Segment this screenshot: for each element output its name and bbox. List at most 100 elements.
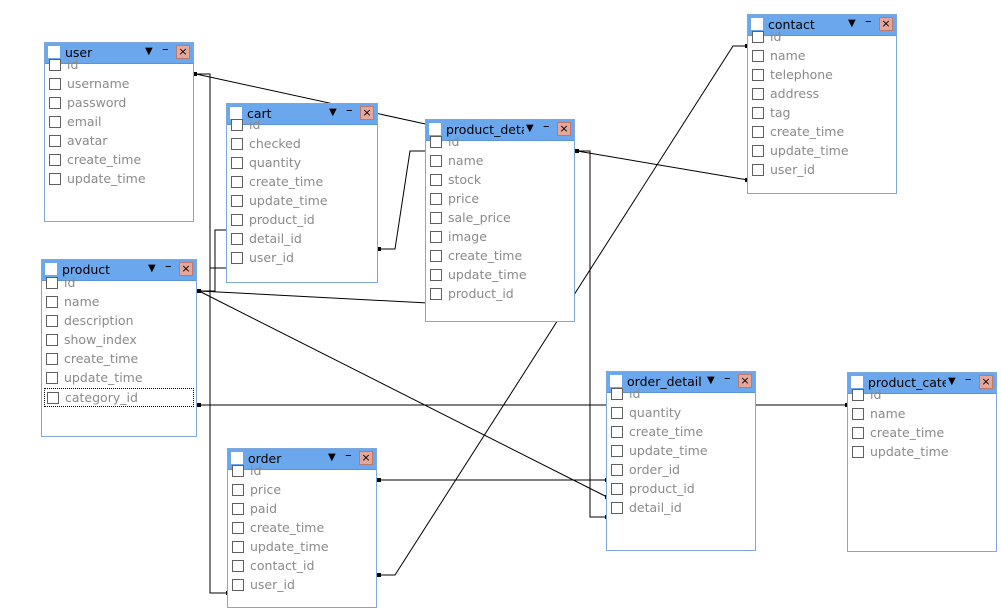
field-checkbox[interactable] [852, 427, 864, 439]
field-checkbox[interactable] [430, 155, 442, 167]
table-checkbox[interactable] [429, 123, 441, 135]
field-row-id[interactable]: id [850, 386, 994, 405]
minimize-icon[interactable]: – [162, 42, 169, 57]
field-checkbox[interactable] [611, 407, 623, 419]
field-checkbox[interactable] [430, 269, 442, 281]
table-header[interactable]: cart▼–× [227, 103, 377, 125]
field-row-create-time[interactable]: create_time [850, 424, 994, 443]
field-checkbox[interactable] [611, 426, 623, 438]
field-checkbox[interactable] [430, 231, 442, 243]
field-row-price[interactable]: price [428, 190, 572, 209]
minimize-icon[interactable]: – [724, 371, 731, 386]
field-row-update-time[interactable]: update_time [609, 442, 753, 461]
field-row-address[interactable]: address [750, 85, 894, 104]
field-row-telephone[interactable]: telephone [750, 66, 894, 85]
minimize-icon[interactable]: – [346, 103, 353, 118]
close-icon[interactable]: × [176, 45, 190, 59]
field-checkbox[interactable] [49, 116, 61, 128]
field-checkbox[interactable] [231, 214, 243, 226]
field-row-create-time[interactable]: create_time [230, 519, 374, 538]
field-checkbox[interactable] [49, 59, 61, 71]
field-checkbox[interactable] [752, 50, 764, 62]
close-icon[interactable]: × [557, 122, 571, 136]
table-header[interactable]: order_detail▼–× [607, 371, 755, 393]
dropdown-icon[interactable]: ▼ [707, 375, 715, 386]
field-checkbox[interactable] [46, 334, 58, 346]
field-row-image[interactable]: image [428, 228, 572, 247]
field-checkbox[interactable] [46, 277, 58, 289]
close-icon[interactable]: × [179, 262, 193, 276]
dropdown-icon[interactable]: ▼ [526, 123, 534, 134]
field-checkbox[interactable] [430, 288, 442, 300]
field-row-update-time[interactable]: update_time [230, 538, 374, 557]
field-checkbox[interactable] [611, 388, 623, 400]
field-row-id[interactable]: id [44, 274, 194, 293]
field-checkbox[interactable] [430, 174, 442, 186]
field-checkbox[interactable] [752, 88, 764, 100]
field-checkbox[interactable] [46, 315, 58, 327]
field-checkbox[interactable] [852, 389, 864, 401]
field-checkbox[interactable] [752, 126, 764, 138]
field-row-tag[interactable]: tag [750, 104, 894, 123]
field-checkbox[interactable] [611, 464, 623, 476]
field-checkbox[interactable] [231, 195, 243, 207]
minimize-icon[interactable]: – [865, 14, 872, 29]
field-checkbox[interactable] [231, 157, 243, 169]
dropdown-icon[interactable]: ▼ [328, 452, 336, 463]
dropdown-icon[interactable]: ▼ [145, 46, 153, 57]
field-checkbox[interactable] [232, 503, 244, 515]
field-checkbox[interactable] [46, 353, 58, 365]
field-checkbox[interactable] [852, 446, 864, 458]
field-row-quantity[interactable]: quantity [229, 154, 375, 173]
field-checkbox[interactable] [231, 252, 243, 264]
table-checkbox[interactable] [48, 46, 60, 58]
field-checkbox[interactable] [611, 445, 623, 457]
field-checkbox[interactable] [852, 408, 864, 420]
dropdown-icon[interactable]: ▼ [329, 107, 337, 118]
field-checkbox[interactable] [232, 522, 244, 534]
field-checkbox[interactable] [752, 31, 764, 43]
field-checkbox[interactable] [46, 372, 58, 384]
field-checkbox[interactable] [232, 579, 244, 591]
field-row-user-id[interactable]: user_id [750, 161, 894, 180]
field-checkbox[interactable] [752, 107, 764, 119]
minimize-icon[interactable]: – [165, 259, 172, 274]
field-row-detail-id[interactable]: detail_id [229, 230, 375, 249]
field-checkbox[interactable] [232, 541, 244, 553]
field-row-create-time[interactable]: create_time [428, 247, 572, 266]
field-row-id[interactable]: id [230, 462, 374, 481]
field-row-username[interactable]: username [47, 75, 191, 94]
field-row-update-time[interactable]: update_time [47, 170, 191, 189]
field-row-update-time[interactable]: update_time [428, 266, 572, 285]
dropdown-icon[interactable]: ▼ [148, 263, 156, 274]
close-icon[interactable]: × [979, 375, 993, 389]
field-row-create-time[interactable]: create_time [47, 151, 191, 170]
field-row-description[interactable]: description [44, 312, 194, 331]
field-checkbox[interactable] [430, 250, 442, 262]
field-row-price[interactable]: price [230, 481, 374, 500]
field-row-update-time[interactable]: update_time [229, 192, 375, 211]
field-row-stock[interactable]: stock [428, 171, 572, 190]
field-checkbox[interactable] [49, 173, 61, 185]
field-row-update-time[interactable]: update_time [850, 443, 994, 462]
field-row-order-id[interactable]: order_id [609, 461, 753, 480]
field-checkbox[interactable] [49, 154, 61, 166]
dropdown-icon[interactable]: ▼ [948, 376, 956, 387]
field-checkbox[interactable] [231, 176, 243, 188]
field-checkbox[interactable] [611, 483, 623, 495]
table-header[interactable]: contact▼–× [748, 14, 896, 36]
field-row-create-time[interactable]: create_time [750, 123, 894, 142]
field-checkbox[interactable] [49, 135, 61, 147]
field-row-checked[interactable]: checked [229, 135, 375, 154]
field-checkbox[interactable] [430, 193, 442, 205]
field-checkbox[interactable] [752, 164, 764, 176]
